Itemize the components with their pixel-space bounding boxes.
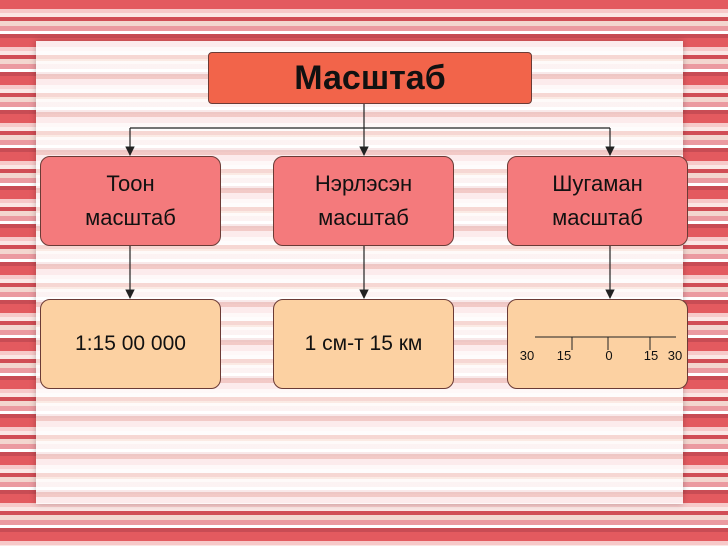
named-example-text: 1 см-т 15 км	[304, 332, 423, 355]
named-scale-line2: масштаб	[318, 205, 409, 230]
scale-tick-label: 15	[644, 348, 658, 363]
linear-scale-box: Шугаман масштаб	[507, 156, 688, 246]
linear-example-box	[507, 299, 688, 389]
numeric-scale-box: Тоон масштаб	[40, 156, 221, 246]
numeric-example-text: 1:15 00 000	[75, 332, 186, 355]
content-panel	[36, 41, 683, 504]
title-text: Масштаб	[294, 58, 446, 97]
linear-scale-line2: масштаб	[552, 205, 643, 230]
named-example-box: 1 см-т 15 км	[273, 299, 454, 389]
numeric-scale-line2: масштаб	[85, 205, 176, 230]
scale-tick-label: 30	[520, 348, 534, 363]
scale-tick-label: 30	[668, 348, 682, 363]
named-scale-box: Нэрлэсэн масштаб	[273, 156, 454, 246]
linear-scale-line1: Шугаман	[552, 171, 643, 196]
named-scale-line1: Нэрлэсэн	[314, 171, 413, 196]
numeric-example-box: 1:15 00 000	[40, 299, 221, 389]
title-box: Масштаб	[208, 52, 532, 104]
scale-tick-label: 15	[557, 348, 571, 363]
scale-tick-label: 0	[605, 348, 612, 363]
numeric-scale-line1: Тоон	[106, 171, 155, 196]
